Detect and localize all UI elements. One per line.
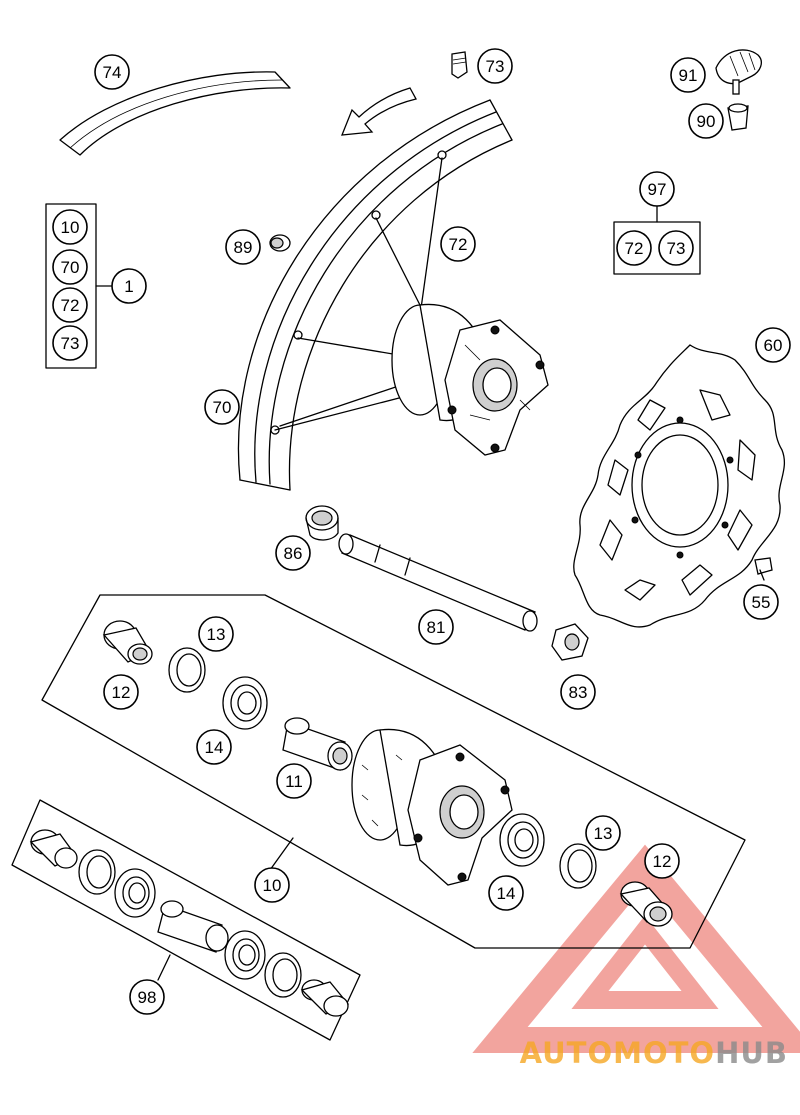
bearing-left <box>222 676 268 730</box>
svg-text:72: 72 <box>625 239 644 258</box>
callout-60: 60 <box>755 327 791 363</box>
callout-55: 55 <box>743 584 779 620</box>
svg-text:91: 91 <box>679 66 698 85</box>
rim-tape <box>59 71 291 156</box>
wheel-axle <box>338 533 538 632</box>
callout-91: 91 <box>670 57 706 93</box>
svg-text:72: 72 <box>61 296 80 315</box>
wheel-rim <box>237 99 513 491</box>
seal-ring-left <box>168 647 206 693</box>
svg-text:98: 98 <box>138 988 157 1007</box>
svg-text:13: 13 <box>207 625 226 644</box>
svg-text:97: 97 <box>648 180 667 199</box>
valve-nut <box>727 103 749 131</box>
callout-72-spoke: 72 <box>440 226 476 262</box>
kit-box-1 <box>45 203 113 369</box>
axle-nut <box>551 623 589 661</box>
svg-text:13: 13 <box>594 824 613 843</box>
callout-11: 11 <box>276 763 312 799</box>
svg-text:1: 1 <box>124 277 133 296</box>
callout-13-left: 13 <box>198 616 234 652</box>
callout-12-right: 12 <box>644 843 680 879</box>
svg-text:55: 55 <box>752 593 771 612</box>
callout-1-73: 73 <box>52 325 88 361</box>
spacer <box>305 505 339 541</box>
callout-1-70: 70 <box>52 249 88 285</box>
svg-text:14: 14 <box>205 738 224 757</box>
callout-13-right: 13 <box>585 815 621 851</box>
callout-90: 90 <box>688 103 724 139</box>
hub-exploded <box>351 728 513 886</box>
spoke-nipple <box>451 51 468 79</box>
callout-81: 81 <box>418 609 454 645</box>
svg-text:11: 11 <box>285 772 303 791</box>
svg-text:72: 72 <box>449 235 468 254</box>
svg-text:60: 60 <box>764 336 783 355</box>
callout-labels: 74 73 91 90 89 72 97 72 73 10 70 72 73 1… <box>52 48 791 1015</box>
valve-cap <box>715 49 762 95</box>
svg-text:12: 12 <box>653 852 672 871</box>
callout-1: 1 <box>111 268 147 304</box>
callout-14-right: 14 <box>488 875 524 911</box>
watermark-logo <box>472 844 800 1053</box>
rotation-arrow <box>340 87 417 136</box>
svg-text:14: 14 <box>497 884 516 903</box>
svg-text:73: 73 <box>61 334 80 353</box>
callout-70-rim: 70 <box>204 389 240 425</box>
disc-screw <box>754 557 773 581</box>
svg-text:12: 12 <box>112 683 131 702</box>
shaft-seal-right <box>619 881 673 927</box>
svg-text:10: 10 <box>263 876 282 895</box>
rim-plug <box>269 234 291 252</box>
callout-10: 10 <box>254 867 290 903</box>
svg-text:86: 86 <box>284 544 303 563</box>
svg-text:AUTOMOTOHUB: AUTOMOTOHUB <box>520 1036 788 1070</box>
watermark-text: AUTOMOTOHUB <box>520 1036 788 1070</box>
svg-text:70: 70 <box>61 258 80 277</box>
hub-kit-outline <box>41 594 746 949</box>
callout-74: 74 <box>94 54 130 90</box>
callout-97-72: 72 <box>616 230 652 266</box>
callout-98: 98 <box>129 979 165 1015</box>
leader-lines <box>157 837 294 981</box>
callout-97: 97 <box>639 171 675 207</box>
brake-disc <box>573 344 786 628</box>
callout-1-72: 72 <box>52 287 88 323</box>
distance-sleeve <box>282 717 353 771</box>
svg-text:73: 73 <box>667 239 686 258</box>
svg-text:83: 83 <box>569 683 588 702</box>
callout-73-nipple: 73 <box>477 48 513 84</box>
svg-text:74: 74 <box>103 63 122 82</box>
callout-83: 83 <box>560 674 596 710</box>
callout-12-left: 12 <box>103 674 139 710</box>
callout-14-left: 14 <box>196 729 232 765</box>
repair-kit-parts <box>29 829 350 1017</box>
svg-text:81: 81 <box>427 618 446 637</box>
svg-text:73: 73 <box>486 57 505 76</box>
bearing-right <box>499 813 545 867</box>
callout-89: 89 <box>225 229 261 265</box>
svg-text:10: 10 <box>61 218 80 237</box>
shaft-seal-left <box>102 620 153 665</box>
svg-text:89: 89 <box>234 238 253 257</box>
hub-assembled <box>391 303 549 456</box>
repair-kit-outline <box>11 799 361 1041</box>
svg-text:90: 90 <box>697 112 716 131</box>
callout-1-10: 10 <box>52 209 88 245</box>
kit-box-97 <box>613 205 701 275</box>
svg-text:70: 70 <box>213 398 232 417</box>
callout-97-73: 73 <box>658 230 694 266</box>
callout-86: 86 <box>275 535 311 571</box>
seal-ring-right <box>559 843 597 889</box>
